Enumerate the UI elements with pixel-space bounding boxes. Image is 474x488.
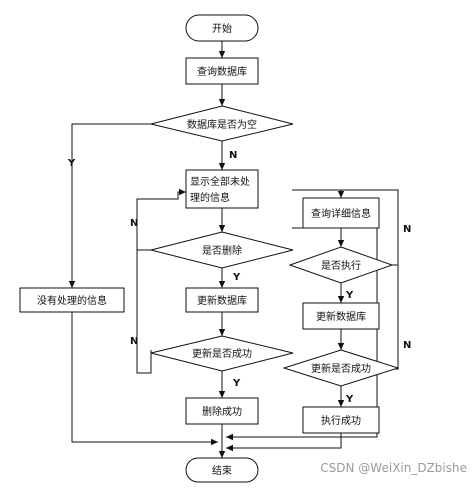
edge-label-execute-no: N bbox=[403, 340, 411, 351]
edge-update-right-no bbox=[392, 265, 399, 370]
node-delete-q: 是否删除 bbox=[150, 231, 294, 269]
show-unprocessed-label-2: 理的信息 bbox=[190, 191, 230, 204]
execute-success-label: 执行成功 bbox=[321, 414, 361, 427]
update-success-right-diamond bbox=[282, 349, 400, 387]
edge-label-delete-no: N bbox=[130, 218, 138, 229]
edge-update-left-no bbox=[136, 199, 152, 374]
node-execute-success: 执行成功 bbox=[302, 406, 380, 434]
edge-label-update-left-no: N bbox=[130, 336, 138, 347]
edge-dbempty-yes bbox=[68, 123, 151, 288]
node-query-detail: 查询详细信息 bbox=[302, 197, 380, 229]
edge-label-db-empty-no: N bbox=[229, 150, 237, 161]
edge-label-db-empty-yes: Y bbox=[67, 158, 76, 169]
end-terminal bbox=[185, 457, 259, 483]
node-update-db-right: 更新数据库 bbox=[302, 302, 380, 330]
edge-noinfo-end bbox=[71, 312, 218, 446]
show-unprocessed-box bbox=[185, 169, 259, 209]
db-empty-label: 数据库是否为空 bbox=[187, 118, 257, 131]
node-show-unprocessed: 显示全部未处 理的信息 bbox=[185, 169, 259, 209]
show-unprocessed-label-1: 显示全部未处 bbox=[190, 175, 250, 188]
update-db-right-box bbox=[302, 302, 380, 330]
query-detail-label: 查询详细信息 bbox=[311, 207, 371, 220]
edge-execute-no bbox=[341, 189, 399, 266]
update-db-left-label: 更新数据库 bbox=[197, 294, 247, 307]
update-success-right-label: 更新是否成功 bbox=[311, 362, 371, 375]
delete-q-diamond bbox=[150, 231, 294, 269]
edge-execsuccess-end bbox=[226, 433, 342, 452]
query-db-label: 查询数据库 bbox=[197, 65, 247, 78]
node-delete-success: 删除成功 bbox=[185, 397, 259, 425]
no-unprocessed-label: 没有处理的信息 bbox=[37, 294, 107, 307]
execute-q-diamond bbox=[288, 246, 394, 284]
edge-delete-no bbox=[136, 188, 186, 251]
delete-success-box bbox=[185, 397, 259, 425]
no-unprocessed-box bbox=[19, 287, 125, 313]
db-empty-diamond bbox=[150, 105, 294, 142]
node-update-success-left: 更新是否成功 bbox=[150, 335, 294, 372]
watermark: CSDN @WeiXin_DZbishe bbox=[320, 461, 467, 475]
delete-success-label: 删除成功 bbox=[202, 405, 242, 418]
node-update-success-right: 更新是否成功 bbox=[282, 349, 400, 387]
node-query-db: 查询数据库 bbox=[185, 57, 259, 85]
node-execute-q: 是否执行 bbox=[288, 246, 394, 284]
query-detail-box bbox=[302, 197, 380, 229]
query-db-box bbox=[185, 57, 259, 85]
edge-label-execute-yes: Y bbox=[345, 290, 354, 301]
execute-success-box bbox=[302, 406, 380, 434]
start-terminal bbox=[185, 14, 259, 42]
start-label: 开始 bbox=[212, 22, 232, 35]
node-start: 开始 bbox=[185, 14, 259, 42]
edge-show-detail bbox=[292, 189, 345, 198]
execute-q-label: 是否执行 bbox=[321, 259, 361, 272]
edge-label-update-right-yes: Y bbox=[345, 394, 354, 405]
node-db-empty: 数据库是否为空 bbox=[150, 105, 294, 142]
edge-label-query-detail-no: N bbox=[403, 224, 411, 235]
node-no-unprocessed: 没有处理的信息 bbox=[19, 287, 125, 313]
update-db-left-box bbox=[185, 287, 259, 313]
update-success-left-label: 更新是否成功 bbox=[192, 347, 252, 360]
edge-label-update-left-yes: Y bbox=[232, 378, 241, 389]
update-db-right-label: 更新数据库 bbox=[316, 310, 366, 323]
node-update-db-left: 更新数据库 bbox=[185, 287, 259, 313]
delete-q-label: 是否删除 bbox=[202, 244, 242, 257]
end-label: 结束 bbox=[212, 464, 232, 477]
edge-label-delete-yes: Y bbox=[232, 272, 241, 283]
node-end: 结束 bbox=[185, 457, 259, 483]
update-success-left-diamond bbox=[150, 335, 294, 372]
